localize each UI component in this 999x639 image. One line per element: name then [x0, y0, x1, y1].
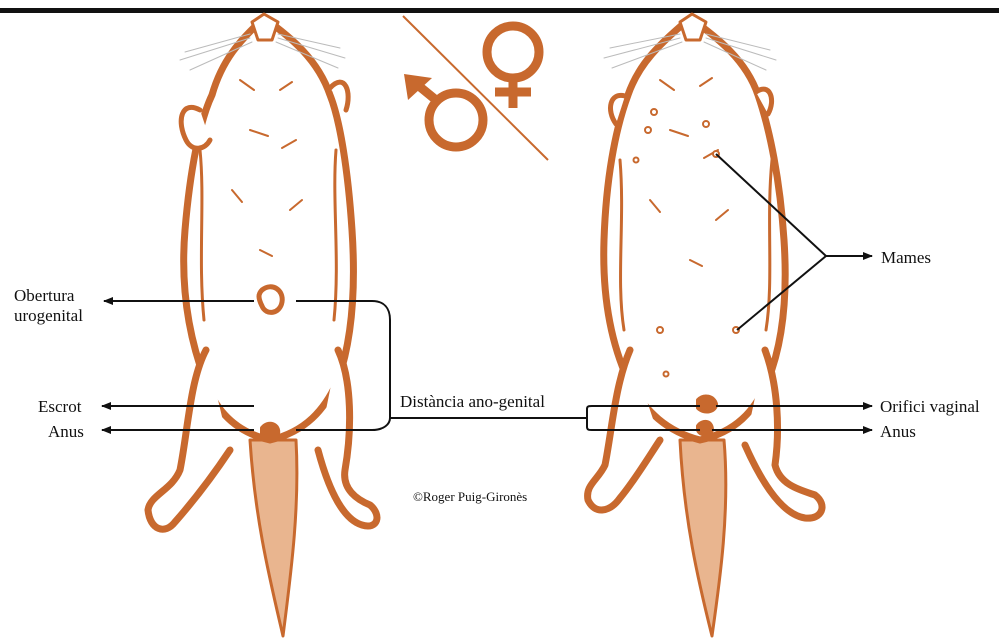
sex-symbols: [403, 16, 548, 160]
label-obertura-line2: urogenital: [14, 306, 83, 326]
female-anus: [698, 422, 712, 435]
label-escrot: Escrot: [38, 397, 81, 417]
label-anus-male: Anus: [48, 422, 84, 442]
label-orifici-vaginal: Orifici vaginal: [880, 397, 980, 417]
label-anus-female: Anus: [880, 422, 916, 442]
label-mames: Mames: [881, 248, 931, 268]
label-distancia-ano-genital: Distància ano-genital: [400, 392, 545, 412]
male-anus: [262, 424, 278, 440]
female-rat-illustration: [588, 14, 822, 636]
female-symbol-icon: [487, 26, 539, 108]
male-rat-illustration: [148, 14, 377, 636]
label-obertura-line1: Obertura: [14, 286, 83, 306]
female-vaginal-orifice: [698, 397, 716, 412]
male-rat-tail: [250, 440, 297, 636]
copyright-credit: ©Roger Puig-Gironès: [413, 487, 527, 507]
female-rat-tail: [680, 440, 726, 636]
label-obertura-urogenital: Obertura urogenital: [14, 286, 83, 326]
